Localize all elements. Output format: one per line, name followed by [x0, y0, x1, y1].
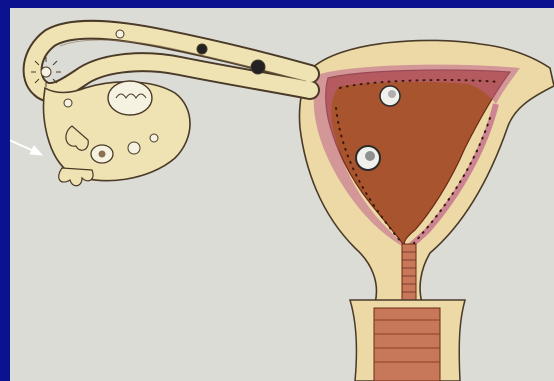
blastocyst-implanting — [356, 146, 380, 170]
blastocyst-upper — [380, 86, 400, 106]
follicle-large — [108, 81, 152, 115]
vaginal-canal — [374, 308, 440, 381]
illustration-canvas — [10, 8, 554, 381]
uterus-diagram — [10, 8, 554, 381]
cervical-canal — [402, 244, 416, 304]
ovulated-egg — [31, 57, 61, 87]
